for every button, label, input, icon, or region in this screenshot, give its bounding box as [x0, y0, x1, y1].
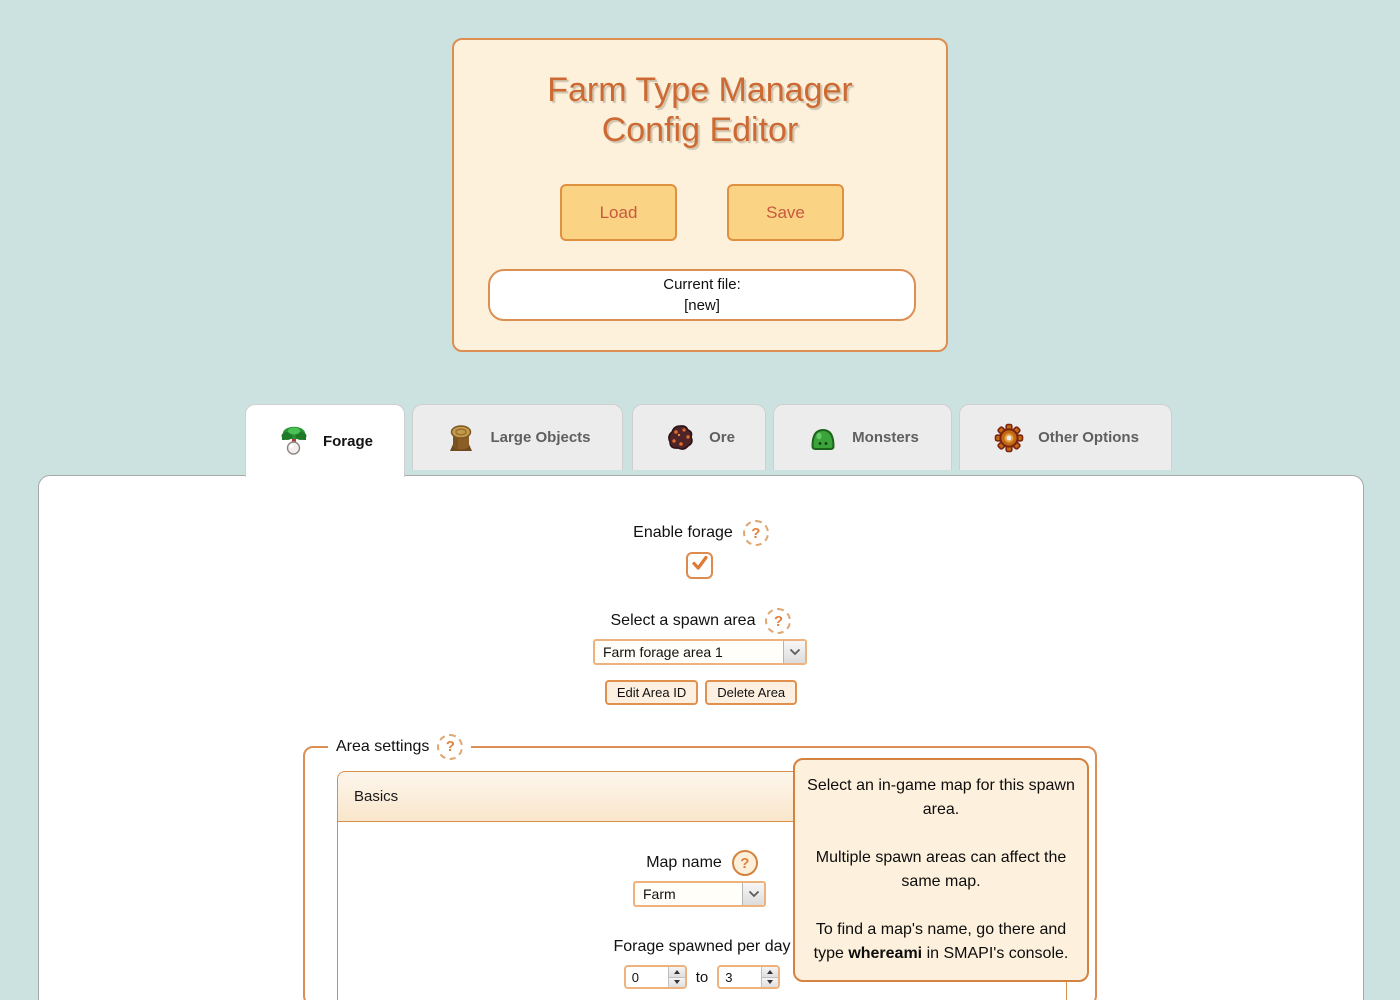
map-name-select-value: Farm	[643, 886, 676, 902]
checkmark-icon	[690, 553, 710, 578]
tooltip-paragraph-1: Select an in-game map for this spawn are…	[807, 777, 1075, 818]
tooltip-paragraph-3: To find a map's name, go there and type …	[813, 921, 1069, 962]
spinner-up-icon[interactable]	[668, 967, 685, 978]
current-file-box: Current file: [new]	[488, 269, 916, 321]
area-settings-help-icon[interactable]: ?	[437, 733, 464, 760]
enable-forage-label: Enable forage	[633, 524, 733, 541]
tab-large-objects-label: Large Objects	[490, 429, 591, 446]
tab-ore[interactable]: Ore	[632, 404, 766, 470]
page-title-line1: Farm Type Manager	[547, 71, 853, 109]
tab-forage[interactable]: Forage	[245, 404, 405, 477]
enable-forage-checkbox[interactable]	[686, 552, 713, 579]
spinner-up-icon[interactable]	[762, 967, 779, 978]
basics-header-label: Basics	[354, 788, 399, 805]
map-name-row: Map name ?	[337, 850, 1067, 876]
area-settings-legend: Area settings ?	[328, 733, 472, 760]
spawn-area-row: Select a spawn area ?	[38, 608, 1364, 634]
slime-icon	[806, 420, 840, 456]
map-name-select[interactable]: Farm	[633, 881, 766, 907]
spinner-down-icon[interactable]	[668, 977, 685, 987]
gear-icon	[992, 420, 1026, 456]
chevron-down-icon[interactable]	[742, 883, 764, 905]
per-day-label-row: Forage spawned per day	[337, 938, 1067, 956]
forage-max-input[interactable]: 3	[717, 965, 781, 989]
tab-other-options[interactable]: Other Options	[959, 404, 1172, 470]
per-day-to-label: to	[695, 968, 709, 986]
forage-max-value: 3	[725, 969, 733, 985]
header-card: Farm Type Manager Config Editor Load Sav…	[452, 38, 948, 352]
map-name-tooltip: Select an in-game map for this spawn are…	[793, 758, 1089, 982]
map-name-help-icon[interactable]: ?	[731, 850, 758, 876]
delete-area-button[interactable]: Delete Area	[705, 680, 798, 705]
current-file-value: [new]	[684, 297, 720, 314]
tooltip-paragraph-2: Multiple spawn areas can affect the same…	[815, 849, 1067, 890]
page-title: Farm Type Manager Config Editor	[454, 70, 946, 150]
current-file-label: Current file:	[663, 276, 741, 293]
page-title-line2: Config Editor	[601, 111, 799, 149]
spawn-area-label: Select a spawn area	[610, 612, 756, 629]
area-settings-fieldset	[303, 746, 1097, 1000]
tab-monsters-label: Monsters	[852, 429, 919, 446]
stump-icon	[444, 420, 478, 456]
save-button[interactable]: Save	[727, 184, 844, 241]
enable-forage-help-icon[interactable]: ?	[742, 520, 769, 546]
forage-min-value: 0	[631, 969, 639, 985]
tooltip-whereami-command: whereami	[848, 945, 923, 962]
forage-min-spinner[interactable]	[667, 967, 685, 987]
map-name-label: Map name	[646, 854, 722, 871]
spawn-area-help-icon[interactable]: ?	[765, 608, 792, 634]
load-button[interactable]: Load	[560, 184, 677, 241]
tab-ore-label: Ore	[709, 429, 735, 446]
tab-large-objects[interactable]: Large Objects	[412, 404, 623, 470]
tab-other-options-label: Other Options	[1038, 429, 1139, 446]
forage-min-input[interactable]: 0	[623, 965, 687, 989]
forage-max-spinner[interactable]	[761, 967, 779, 987]
tab-monsters[interactable]: Monsters	[773, 404, 952, 470]
per-day-label: Forage spawned per day	[613, 938, 791, 955]
per-day-inputs-row: 0 to 3	[337, 965, 1067, 989]
ore-icon	[663, 420, 697, 456]
chevron-down-icon[interactable]	[783, 641, 805, 663]
forage-icon	[277, 423, 311, 459]
area-buttons-row: Edit Area ID Delete Area	[38, 680, 1364, 705]
enable-forage-row: Enable forage ?	[38, 520, 1364, 546]
area-settings-label: Area settings	[336, 737, 430, 755]
tab-forage-label: Forage	[322, 432, 373, 450]
spinner-down-icon[interactable]	[762, 977, 779, 987]
spawn-area-select-value: Farm forage area 1	[603, 644, 723, 660]
edit-area-id-button[interactable]: Edit Area ID	[604, 680, 699, 705]
spawn-area-select[interactable]: Farm forage area 1	[593, 639, 807, 665]
